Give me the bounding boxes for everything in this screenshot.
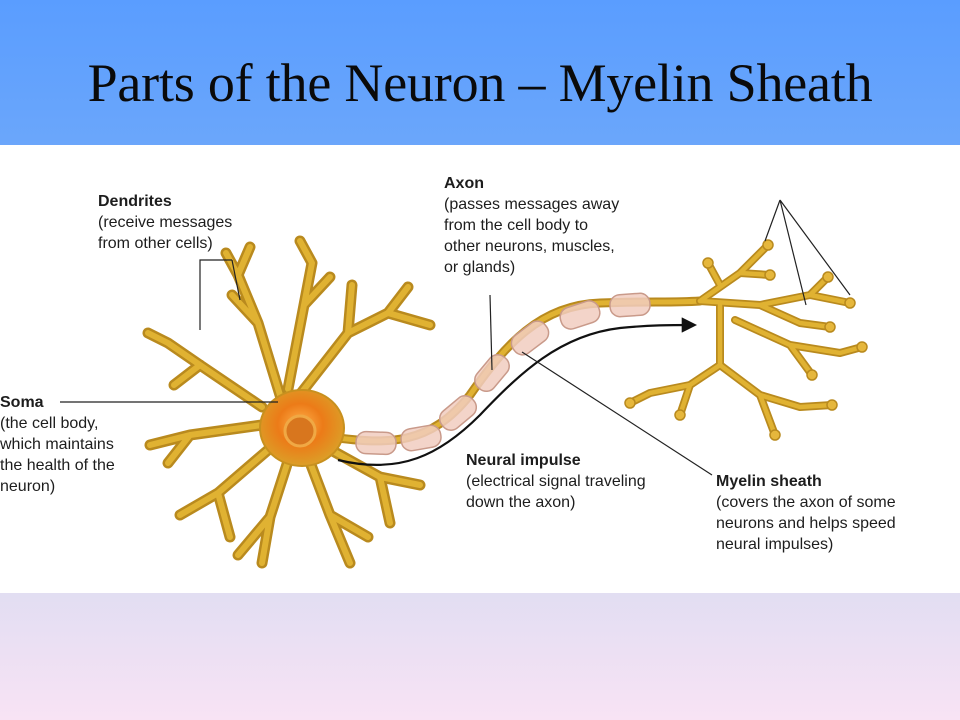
dendrites-heading: Dendrites: [98, 193, 172, 210]
neuron-diagram: Dendrites (receive messages from other c…: [0, 145, 960, 593]
axon-description: (passes messages away from the cell body…: [444, 196, 620, 276]
leader-lines: [60, 199, 851, 476]
neural-impulse-heading: Neural impulse: [466, 452, 581, 469]
neural-impulse-label: Neural impulse (electrical signal travel…: [466, 450, 646, 513]
neural-impulse-arrow: [337, 317, 698, 467]
neuron-illustration: [60, 199, 868, 569]
soma-description: (the cell body, which maintains the heal…: [0, 415, 115, 495]
soma-heading: Soma: [0, 394, 44, 411]
soma-label: Soma (the cell body, which maintains the…: [0, 392, 115, 497]
myelin-sheath-heading: Myelin sheath: [716, 473, 822, 490]
myelin-sheath-description: (covers the axon of some neurons and hel…: [716, 494, 896, 553]
slide-title: Parts of the Neuron – Myelin Sheath: [87, 53, 873, 113]
dendrites-description: (receive messages from other cells): [98, 214, 233, 252]
axon: [325, 296, 705, 446]
nucleus: [283, 414, 317, 448]
neural-impulse-description: (electrical signal traveling down the ax…: [466, 473, 646, 511]
axon-label: Axon (passes messages away from the cell…: [444, 173, 619, 278]
dendrites: [142, 235, 436, 569]
axon-terminals: [624, 239, 868, 441]
myelin-sheath-label: Myelin sheath (covers the axon of some n…: [716, 471, 896, 555]
dendrites-label: Dendrites (receive messages from other c…: [98, 191, 232, 254]
axon-heading: Axon: [444, 175, 484, 192]
myelin-sheath-segments: [355, 292, 651, 456]
